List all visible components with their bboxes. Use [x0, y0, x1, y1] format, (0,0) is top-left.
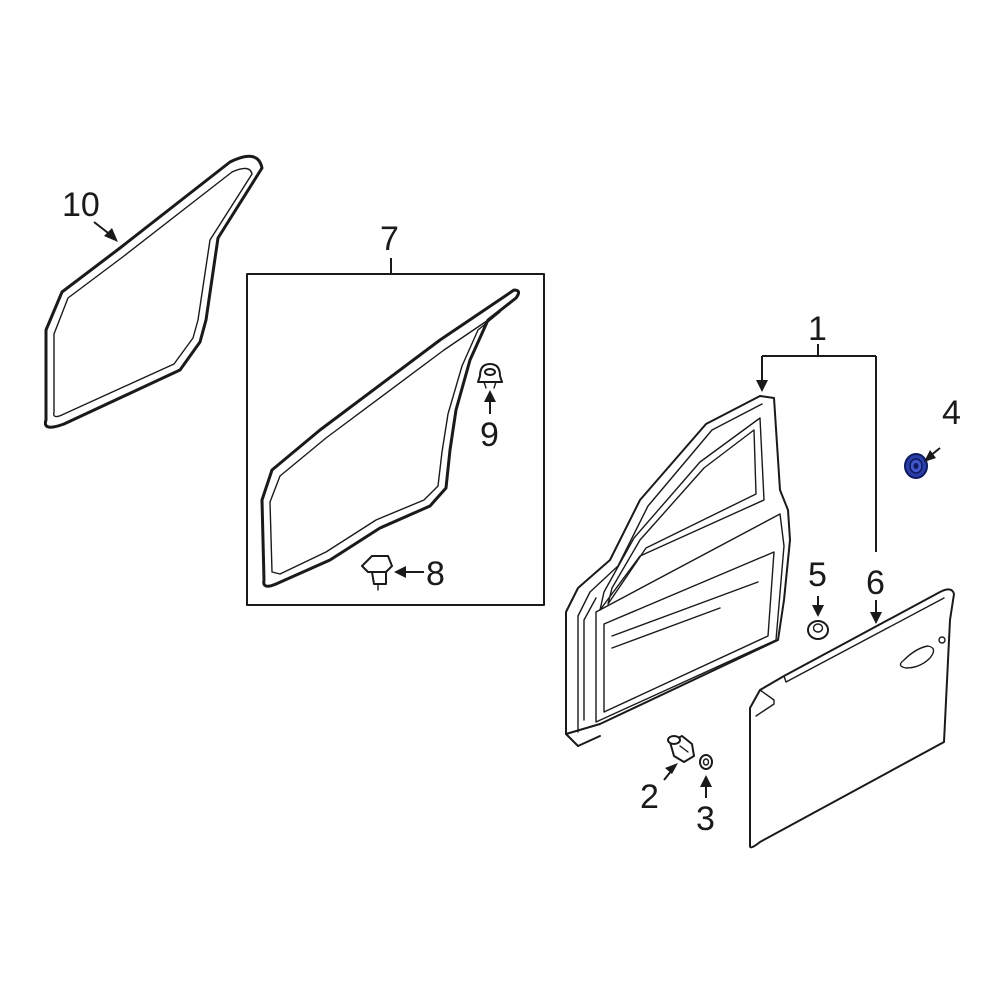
leader-4 — [924, 447, 941, 462]
part-10-weatherstrip[interactable] — [43, 154, 264, 429]
part-5-nut[interactable] — [807, 620, 829, 640]
leader-8 — [394, 566, 424, 578]
part-7-weatherstrip[interactable] — [260, 288, 521, 588]
callout-8: 8 — [426, 555, 445, 593]
callout-1: 1 — [808, 310, 827, 348]
leader-5 — [812, 596, 824, 617]
part-3-washer[interactable] — [699, 754, 713, 770]
callout-6: 6 — [866, 564, 885, 602]
part-6-outer-panel[interactable] — [749, 588, 955, 849]
leader-9 — [484, 390, 496, 414]
part-9-clip[interactable] — [477, 363, 503, 389]
part-7-box — [246, 258, 545, 606]
leader-2 — [663, 763, 678, 781]
callout-3: 3 — [696, 800, 715, 838]
part-4-hole — [913, 463, 919, 469]
callout-5: 5 — [808, 556, 827, 594]
callout-4: 4 — [942, 394, 961, 432]
callout-2: 2 — [640, 778, 659, 816]
part-8-clip[interactable] — [361, 555, 393, 591]
part-2-pin[interactable] — [667, 735, 695, 763]
leader-1 — [756, 344, 877, 552]
leader-10 — [93, 221, 118, 242]
part-4-grommet-highlighted[interactable] — [904, 453, 928, 479]
callout-10: 10 — [62, 186, 100, 224]
callout-7: 7 — [380, 220, 399, 258]
callout-9: 9 — [480, 416, 499, 454]
door-shell[interactable] — [565, 395, 791, 747]
leader-6 — [870, 600, 882, 624]
leader-3 — [700, 775, 712, 798]
